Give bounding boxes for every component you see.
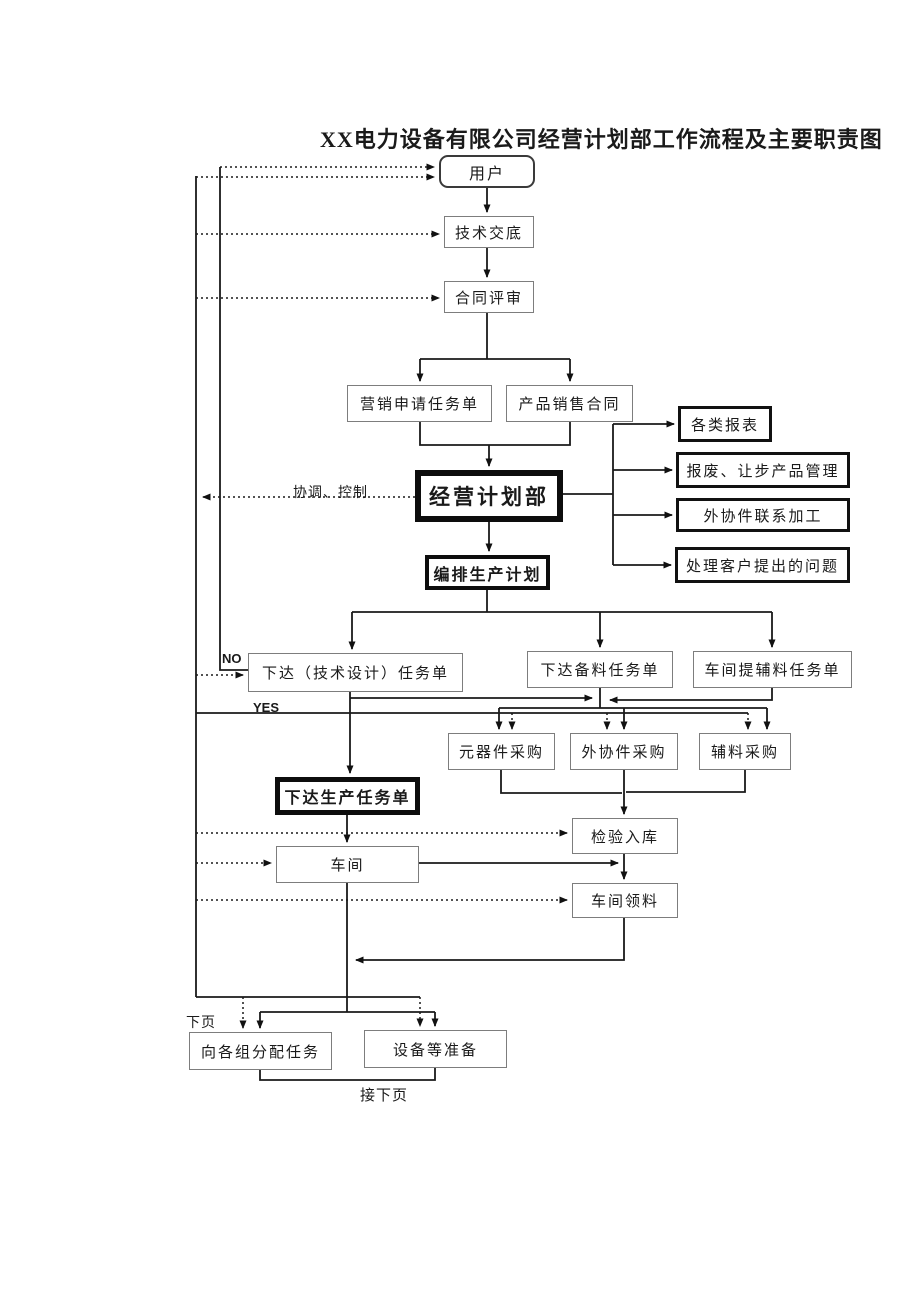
page-title: XX电力设备有限公司经营计划部工作流程及主要职责图 <box>320 127 883 152</box>
node-production-plan: 编排生产计划 <box>425 555 550 590</box>
label-next-page-side: 下页 <box>186 1016 216 1031</box>
node-aux-purchase: 辅料采购 <box>699 733 791 770</box>
node-production-task: 下达生产任务单 <box>275 777 420 815</box>
label-yes: YES <box>253 700 280 715</box>
node-outsourced-purchase: 外协件采购 <box>570 733 678 770</box>
node-material-task: 下达备料任务单 <box>527 651 673 688</box>
node-inspection-storage: 检验入库 <box>572 818 678 854</box>
label-no: NO <box>222 651 242 666</box>
node-customer-issues: 处理客户提出的问题 <box>675 547 850 583</box>
node-aux-material-task: 车间提辅料任务单 <box>693 651 852 688</box>
node-tech-briefing: 技术交底 <box>444 216 534 248</box>
node-workshop: 车间 <box>276 846 419 883</box>
label-next-page-bottom: 接下页 <box>360 1088 409 1104</box>
control-dashed-lines <box>196 163 752 1029</box>
rail-lines <box>195 167 420 998</box>
node-design-task: 下达（技术设计）任务单 <box>248 653 463 692</box>
node-equipment-prep: 设备等准备 <box>364 1030 507 1068</box>
node-marketing-task: 营销申请任务单 <box>347 385 492 422</box>
node-outsourcing-contact: 外协件联系加工 <box>676 498 850 532</box>
node-reports: 各类报表 <box>678 406 772 442</box>
node-component-purchase: 元器件采购 <box>448 733 555 770</box>
node-assign-tasks: 向各组分配任务 <box>189 1032 332 1070</box>
node-scrap-mgmt: 报废、让步产品管理 <box>676 452 850 488</box>
node-contract-review: 合同评审 <box>444 281 534 313</box>
node-sales-contract: 产品销售合同 <box>506 385 633 422</box>
node-user: 用户 <box>439 155 535 188</box>
label-coordination-control: 协调、控制 <box>293 486 368 501</box>
main-flow-lines <box>196 188 776 1081</box>
node-planning-dept: 经营计划部 <box>415 470 563 522</box>
node-workshop-material: 车间领料 <box>572 883 678 918</box>
